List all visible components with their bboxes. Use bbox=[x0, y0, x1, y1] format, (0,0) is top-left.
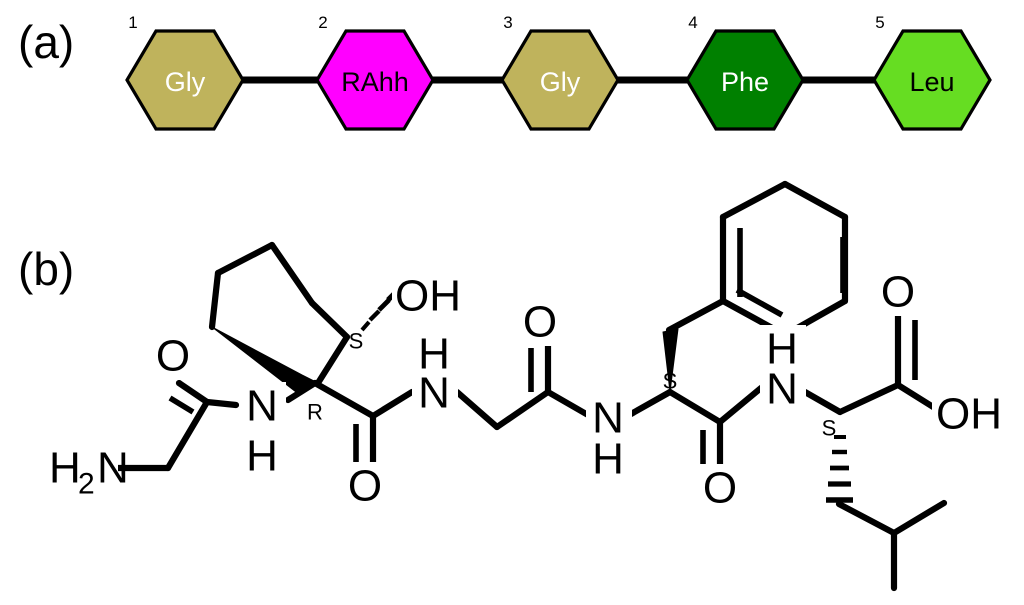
phenylalanine-fragment bbox=[627, 180, 849, 468]
bond-ca-c-gly3 bbox=[493, 388, 552, 431]
residue-label-3: Gly bbox=[540, 67, 581, 97]
cyclopentane-ring bbox=[208, 241, 351, 393]
bond-ar-2-3 bbox=[719, 180, 789, 221]
stereo-rahh-hydroxy: S bbox=[349, 329, 364, 354]
atom-h: H bbox=[418, 330, 450, 379]
panel-b-label: (b) bbox=[18, 243, 74, 295]
rahh-fragment bbox=[208, 241, 416, 466]
h2n-subscript: 2 bbox=[78, 468, 95, 501]
residue-index-4: 4 bbox=[688, 13, 697, 32]
bond-ca-c-rahh bbox=[311, 379, 377, 420]
label-gly1-carbonyl-o: O bbox=[150, 332, 196, 381]
panel-b: (b) bbox=[18, 180, 1008, 592]
panel-a: (a) 1 Gly 2 RAhh bbox=[18, 13, 992, 131]
bond-ca-c-phe bbox=[666, 388, 724, 426]
bond-n-ca-leu bbox=[801, 388, 844, 416]
residue-index-2: 2 bbox=[318, 13, 327, 32]
residue-node-4[interactable]: 4 Phe bbox=[685, 13, 805, 131]
bond-c-n-amide1 bbox=[203, 398, 240, 409]
residue-label-2: RAhh bbox=[341, 67, 409, 97]
stereo-phe-alpha: S bbox=[663, 369, 678, 394]
residue-label-1: Gly bbox=[165, 67, 206, 97]
bond-ca-c-gly1 bbox=[164, 398, 211, 472]
phenyl-ring bbox=[719, 180, 849, 339]
label-amide1: N H bbox=[240, 382, 286, 481]
residue-node-1[interactable]: 1 Gly bbox=[125, 13, 245, 131]
residue-hexagon[interactable] bbox=[125, 29, 245, 131]
atom-h: H bbox=[246, 432, 278, 481]
bond-c-n-amide2 bbox=[369, 388, 416, 420]
bond-n-ca-gly3 bbox=[453, 388, 501, 431]
label-cterm-hydroxyl: OH bbox=[932, 390, 1008, 439]
atom-h: H bbox=[766, 325, 798, 374]
label-phe-carbonyl-o: O bbox=[697, 464, 743, 513]
leucine-fragment bbox=[801, 312, 948, 592]
bond-cp-5-4 bbox=[308, 299, 351, 341]
glycine-1-fragment bbox=[114, 379, 240, 472]
atom-o: O bbox=[523, 298, 557, 347]
residue-hexagon[interactable] bbox=[315, 29, 435, 131]
bond-n-ca-phe bbox=[627, 388, 674, 418]
label-gly3-carbonyl-o: O bbox=[517, 298, 563, 347]
atom-o: O bbox=[348, 462, 382, 511]
bond-c-o-gly1-inner bbox=[168, 395, 195, 415]
bond-c-o-gly1-outer bbox=[175, 379, 211, 406]
residue-node-5[interactable]: 5 Leu bbox=[872, 13, 992, 131]
bond-cp-1-5 bbox=[268, 241, 316, 307]
atom-n: N bbox=[766, 365, 798, 414]
label-rahh-carbonyl-o: O bbox=[342, 462, 388, 511]
label-cterm-carbonyl-o: O bbox=[875, 268, 921, 317]
residue-label-4: Phe bbox=[721, 67, 769, 97]
residue-node-2[interactable]: 2 RAhh bbox=[315, 13, 435, 131]
atom-oh: OH bbox=[395, 272, 461, 321]
residue-index-1: 1 bbox=[128, 13, 137, 32]
bond-ca-c-leu bbox=[836, 381, 902, 416]
atom-n: N bbox=[592, 394, 624, 443]
h2n-h: H bbox=[49, 444, 81, 493]
bond-cg-cd1-leu bbox=[890, 499, 948, 537]
glycine-3-fragment bbox=[453, 341, 592, 431]
label-amide3: N H bbox=[586, 394, 632, 488]
residue-index-5: 5 bbox=[875, 13, 884, 32]
label-amide2: H N bbox=[412, 330, 458, 420]
atom-h: H bbox=[592, 435, 624, 484]
residue-hexagon[interactable] bbox=[500, 29, 620, 131]
stereo-leu-alpha: S bbox=[822, 416, 837, 441]
h2n-n: N bbox=[97, 444, 129, 493]
residue-label-5: Leu bbox=[909, 67, 954, 97]
hashed-bond-leu-sidechain bbox=[826, 435, 853, 503]
label-rahh-hydroxyl: OH bbox=[392, 272, 466, 321]
atom-labels: H 2 N O N H OH bbox=[26, 268, 1008, 513]
bond-c-oh-cterm bbox=[894, 381, 942, 414]
atom-o: O bbox=[156, 332, 190, 381]
atom-o: O bbox=[881, 268, 915, 317]
label-amide4: H N bbox=[760, 325, 806, 415]
label-n-terminus: H 2 N bbox=[26, 442, 129, 501]
bond-ar-6-1-inner bbox=[735, 287, 784, 318]
residue-node-3[interactable]: 3 Gly bbox=[500, 13, 620, 131]
atom-n: N bbox=[246, 382, 278, 431]
atom-o: O bbox=[703, 464, 737, 513]
residue-index-3: 3 bbox=[503, 13, 512, 32]
bond-cp-4-ca bbox=[314, 333, 351, 387]
residue-hexagon[interactable] bbox=[872, 29, 992, 131]
atom-n: N bbox=[418, 369, 450, 418]
stereo-descriptors: R S S S bbox=[307, 329, 836, 441]
bond-cb-cg-leu bbox=[835, 500, 898, 537]
bond-ar-3-4 bbox=[781, 180, 849, 221]
panel-a-label: (a) bbox=[18, 16, 74, 68]
atom-oh: OH bbox=[936, 390, 1002, 439]
bond-c-n-amide4 bbox=[716, 384, 765, 426]
residue-hexagon[interactable] bbox=[685, 29, 805, 131]
bond-c-n-amide3 bbox=[544, 388, 592, 419]
bond-cp-2-3 bbox=[208, 269, 222, 331]
bond-cp-1-2 bbox=[214, 241, 276, 277]
bond-cb-ring-phe bbox=[665, 297, 727, 334]
stereo-rahh-alpha: R bbox=[307, 400, 323, 425]
